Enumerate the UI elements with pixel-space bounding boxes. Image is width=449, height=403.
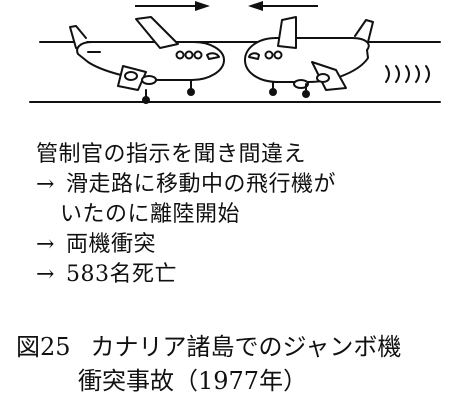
arrow-glyph: → [36,172,55,197]
step-2-line-1: 両機衝突 [66,232,157,257]
direction-arrow-right [135,1,210,11]
sequence-step-3: → 583名死亡 [36,262,177,288]
sequence-intro: 管制官の指示を聞き間違え [36,142,307,167]
direction-arrow-left [248,1,318,11]
airplane-left-icon [69,16,225,104]
step-1-line-2: いたのに離陸開始 [60,202,241,227]
step-1-line-1: 滑走路に移動中の飛行機が [66,172,337,197]
figure-caption: 図25 カナリア諸島でのジャンボ機 [16,332,401,362]
caption-line-1: カナリア諸島でのジャンボ機 [90,333,402,361]
caption-line-2: 衝突事故（1977年） [78,367,308,395]
arrow-glyph: → [36,262,55,287]
arrow-glyph: → [36,232,55,257]
sequence-step-2: → 両機衝突 [36,232,156,258]
airplane-right-icon [244,16,374,98]
sequence-step-1: → 滑走路に移動中の飛行機が [36,172,336,198]
figure-number: 図25 [16,333,71,361]
step-3-line-1: 583名死亡 [66,262,177,287]
runway-collision-illustration [29,1,441,104]
engine-sound-lines [385,65,430,83]
